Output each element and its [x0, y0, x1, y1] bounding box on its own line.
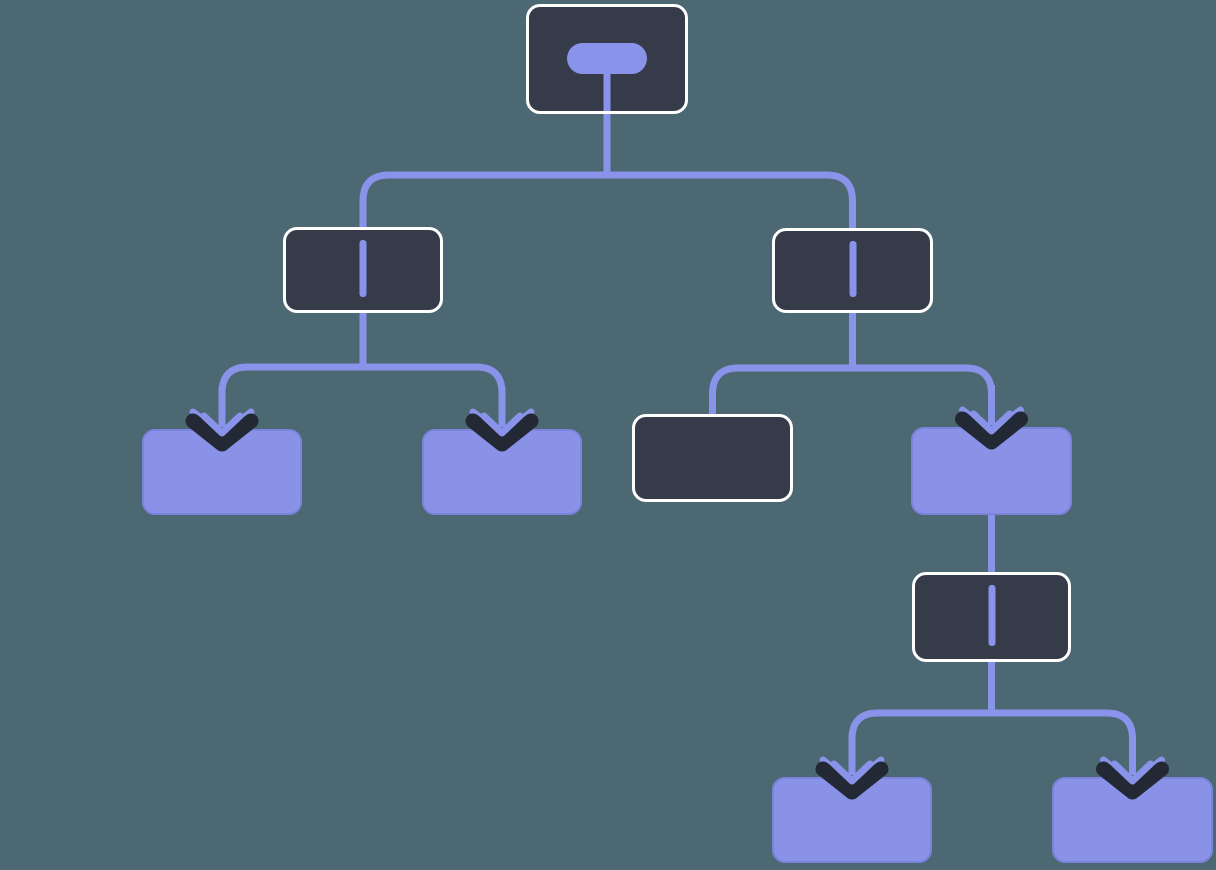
tree-node-branch-lower[interactable] [912, 572, 1071, 662]
tree-node-branch-right[interactable] [772, 228, 933, 313]
tree-node-leaf-left-1[interactable] [142, 429, 302, 515]
pass-through-line-icon [359, 240, 367, 297]
tree-node-root[interactable] [526, 4, 688, 114]
pass-through-line-icon [849, 241, 856, 297]
tree-node-dark-leaf[interactable] [632, 414, 793, 502]
tree-node-purple-mid[interactable] [911, 427, 1072, 515]
root-pill-stem-icon [603, 69, 611, 111]
root-pill-icon [567, 43, 647, 74]
pass-through-line-icon [988, 585, 995, 646]
tree-node-leaf-bottom-2[interactable] [1052, 777, 1213, 863]
tree-node-leaf-left-2[interactable] [422, 429, 582, 515]
tree-node-leaf-bottom-1[interactable] [772, 777, 932, 863]
tree-node-branch-left[interactable] [283, 227, 443, 313]
